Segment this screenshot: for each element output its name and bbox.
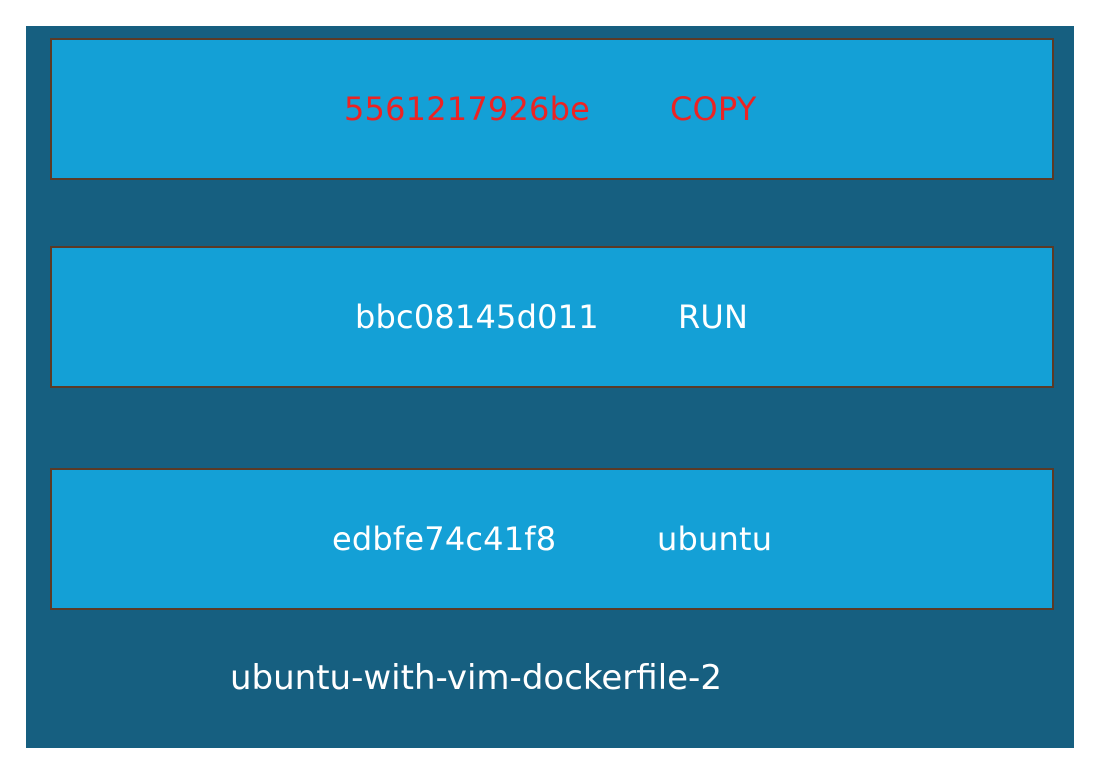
layer-ubuntu-id: edbfe74c41f8 [332, 520, 557, 558]
image-name-caption: ubuntu-with-vim-dockerfile-2 [230, 658, 722, 698]
layer-run-command: RUN [678, 298, 749, 336]
layer-copy-id: 5561217926be [344, 90, 590, 128]
layer-ubuntu-command: ubuntu [657, 520, 773, 558]
layer-run-id: bbc08145d011 [355, 298, 599, 336]
layer-run: bbc08145d011 RUN [50, 246, 1054, 388]
layer-copy-command: COPY [670, 90, 757, 128]
layer-ubuntu: edbfe74c41f8 ubuntu [50, 468, 1054, 610]
layer-copy: 5561217926be COPY [50, 38, 1054, 180]
docker-image-panel: 5561217926be COPY bbc08145d011 RUN edbfe… [26, 26, 1074, 748]
